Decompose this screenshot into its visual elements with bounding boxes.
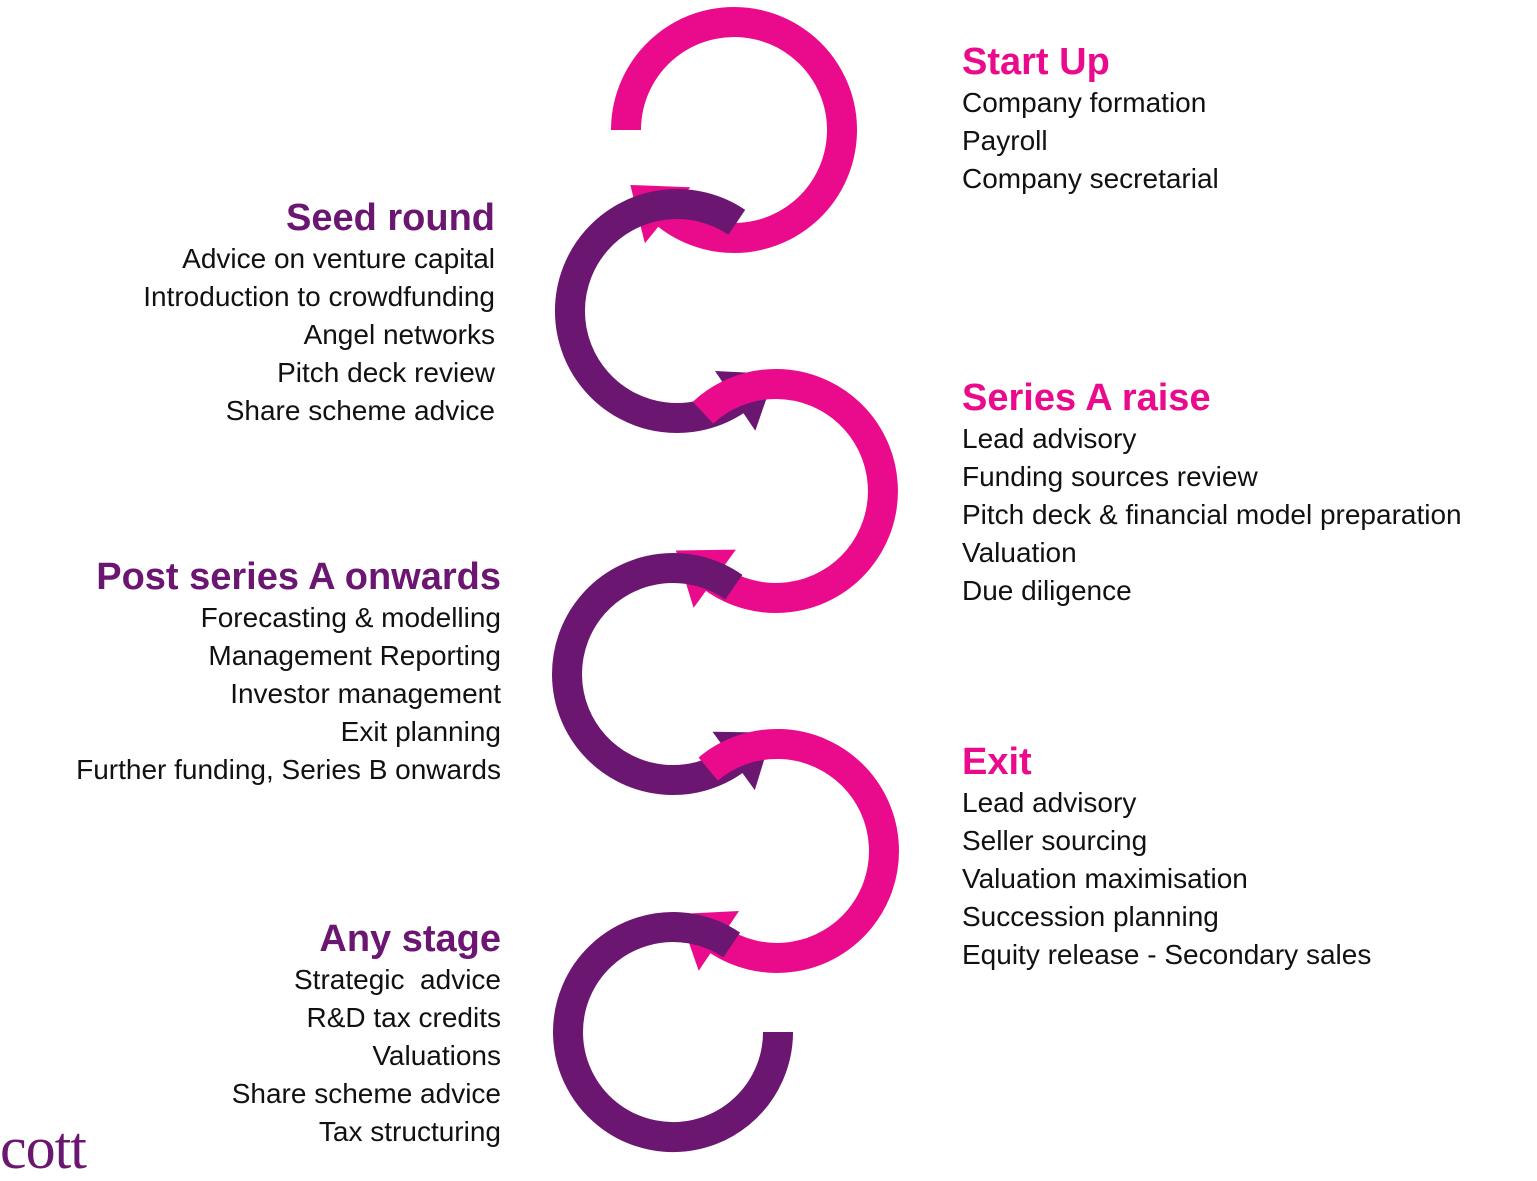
stage-item: Valuations (372, 1040, 501, 1071)
arrow-arc (554, 189, 746, 433)
stage-item: Introduction to crowdfunding (143, 281, 495, 312)
stage-item: Funding sources review (962, 461, 1258, 492)
stage-item: Pitch deck & financial model preparation (962, 499, 1462, 530)
stage-item: Payroll (962, 125, 1048, 156)
company-logo: cott (0, 1115, 87, 1181)
stage-item: Tax structuring (318, 1116, 501, 1147)
stage-item: Investor management (230, 678, 501, 709)
arrow-arc (553, 912, 793, 1152)
stage-any-stage: Any stage Strategic advice R&D tax credi… (232, 917, 501, 1151)
stage-title: Seed round (285, 197, 495, 239)
stage-item: Seller sourcing (962, 825, 1148, 856)
arrow-arc (611, 7, 857, 253)
stage-title: Series A raise (962, 377, 1211, 419)
stage-item: Strategic advice (294, 964, 501, 995)
stage-item: Due diligence (962, 575, 1132, 606)
stage-title: Post series A onwards (96, 556, 501, 598)
stage-item: Company secretarial (962, 163, 1219, 194)
stage-title: Any stage (319, 918, 501, 960)
stage-post-series-a: Post series A onwards Forecasting & mode… (76, 555, 501, 789)
stage-item: Equity release - Secondary sales (962, 939, 1372, 970)
stage-item: Advice on venture capital (182, 243, 495, 274)
arrow-any-stage (553, 912, 793, 1152)
stage-item: R&D tax credits (306, 1002, 502, 1033)
stage-item: Valuation (962, 537, 1077, 568)
stage-item: Share scheme advice (231, 1078, 501, 1109)
stage-item: Lead advisory (962, 787, 1137, 818)
stage-item: Management Reporting (208, 640, 501, 671)
stage-title: Exit (962, 741, 1032, 783)
stage-exit: Exit Lead advisory Seller sourcing Valua… (962, 740, 1371, 974)
stage-start-up: Start Up Company formation Payroll Compa… (962, 40, 1219, 198)
stage-item: Exit planning (340, 716, 501, 747)
stage-item: Further funding, Series B onwards (76, 754, 501, 785)
arrow-arc (698, 728, 899, 973)
stage-item: Company formation (962, 87, 1207, 118)
stage-item: Valuation maximisation (962, 863, 1248, 894)
stage-item: Lead advisory (962, 423, 1137, 454)
stage-series-a-raise: Series A raise Lead advisory Funding sou… (962, 376, 1462, 610)
stage-item: Share scheme advice (225, 395, 495, 426)
stage-item: Pitch deck review (277, 357, 495, 388)
stage-item: Succession planning (962, 901, 1219, 932)
stage-item: Angel networks (303, 319, 495, 350)
stage-seed-round: Seed round Advice on venture capital Int… (143, 196, 495, 430)
arrow-arc (692, 369, 898, 613)
stage-item: Forecasting & modelling (200, 602, 501, 633)
stage-title: Start Up (962, 41, 1110, 83)
arrow-arc (552, 553, 745, 796)
